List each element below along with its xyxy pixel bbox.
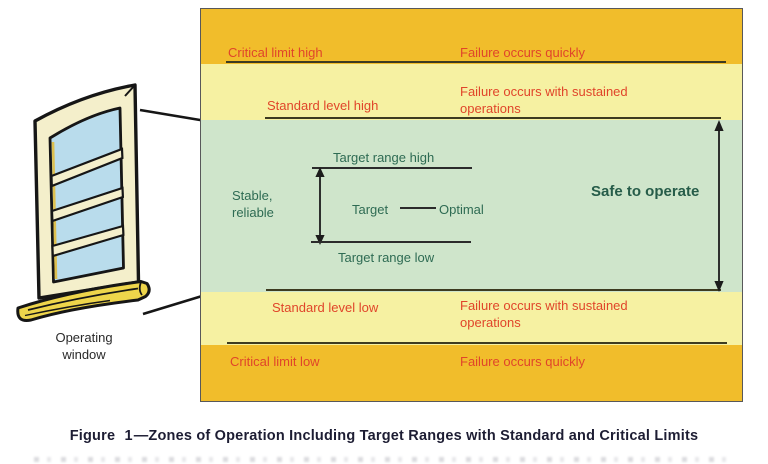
target-optimal-connector [400,207,436,209]
label-critical-limit-low: Critical limit low [230,354,320,369]
target-range-low-line [311,241,471,243]
figure-title: —Zones of Operation Including Target Ran… [133,428,699,444]
operating-window-illustration [16,83,151,322]
label-standard-level-low: Standard level low [272,300,379,315]
cropped-text-remnant [34,457,734,462]
band-critical-high [201,9,742,64]
label-critical-limit-high: Critical limit high [228,45,323,60]
band-standard-high [201,64,742,120]
band-safe-zone [201,120,742,292]
zones-diagram: Critical limit high Failure occurs quick… [200,8,743,402]
zone-boundary-line-standard-high [265,117,721,119]
label-optimal: Optimal [439,202,484,217]
label-target-range-high: Target range high [333,150,435,165]
label-failure-quickly-low: Failure occurs quickly [460,354,585,369]
label-standard-level-high: Standard level high [267,98,379,113]
label-failure-sustained-low: Failure occurs with sustained operations [460,298,628,330]
safe-to-operate-arrow-icon [714,120,724,292]
zone-boundary-line-critical-low [227,342,727,344]
window-sill-scroll [138,281,143,296]
window-sash-bar [50,186,125,223]
window-frame-mitre [124,84,136,97]
window-sash-bar [50,147,124,188]
label-failure-quickly-high: Failure occurs quickly [460,45,585,60]
target-range-high-line [312,167,472,169]
window-sill-detail [27,287,139,311]
label-safe-to-operate: Safe to operate [591,183,700,200]
zone-boundary-line-critical-high [226,61,726,63]
zone-boundary-line-standard-low [266,289,721,291]
window-sill-detail [24,299,111,317]
label-target: Target [352,202,389,217]
figure-caption: Figure 1—Zones of Operation Including Ta… [0,428,768,444]
label-target-range-low: Target range low [338,250,435,265]
band-standard-low [201,292,742,345]
label-failure-sustained-high: Failure occurs with sustained operations [460,84,628,116]
target-range-arrow-icon [315,167,325,245]
window-label: Operating window [55,330,113,362]
label-stable-reliable: Stable, reliable [232,188,274,220]
window-sash-bar [51,224,125,258]
band-critical-low [201,345,742,401]
figure-number: Figure 1 [69,428,133,444]
